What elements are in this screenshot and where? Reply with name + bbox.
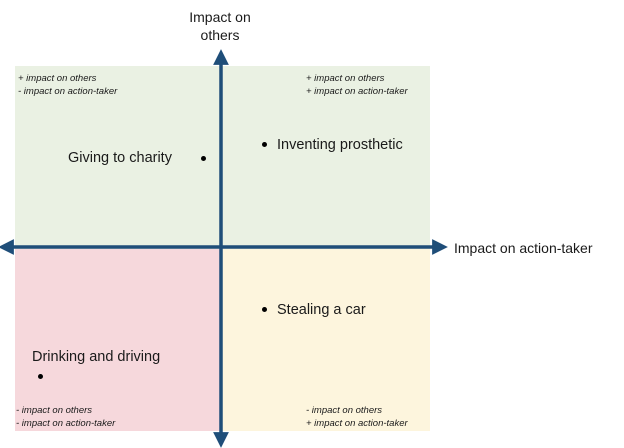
quadrant-bottom-right <box>221 249 430 431</box>
note-line: + impact on action-taker <box>306 86 408 97</box>
y-axis-title-line2: others <box>200 27 240 43</box>
example-dot-drinking <box>38 374 43 379</box>
quadrant-top-right <box>221 66 430 249</box>
note-line: - impact on action-taker <box>18 86 118 97</box>
example-dot-stealing <box>262 307 267 312</box>
quadrant-note-top-left: + impact on others - impact on action-ta… <box>18 72 117 98</box>
quadrant-note-bottom-left: - impact on others - impact on action-ta… <box>16 404 115 430</box>
y-axis-title: Impact on others <box>170 8 270 44</box>
quadrant-top-left <box>15 66 221 249</box>
quadrant-bottom-left <box>15 249 221 431</box>
note-line: + impact on others <box>306 73 385 84</box>
example-label-stealing: Stealing a car <box>277 302 366 318</box>
example-dot-charity <box>201 156 206 161</box>
example-dot-prosthetic <box>262 142 267 147</box>
note-line: - impact on others <box>306 405 383 416</box>
note-line: + impact on others <box>18 73 97 84</box>
quadrant-note-bottom-right: - impact on others + impact on action-ta… <box>306 404 408 430</box>
example-label-drinking: Drinking and driving <box>32 349 161 365</box>
note-line: - impact on others <box>16 405 93 416</box>
y-axis-title-line1: Impact on <box>189 9 251 25</box>
note-line: - impact on action-taker <box>16 418 116 429</box>
x-axis-title: Impact on action-taker <box>454 240 593 256</box>
example-label-prosthetic: Inventing prosthetic <box>277 137 403 153</box>
quadrant-note-top-right: + impact on others + impact on action-ta… <box>306 72 408 98</box>
note-line: + impact on action-taker <box>306 418 408 429</box>
example-label-charity: Giving to charity <box>68 150 172 166</box>
